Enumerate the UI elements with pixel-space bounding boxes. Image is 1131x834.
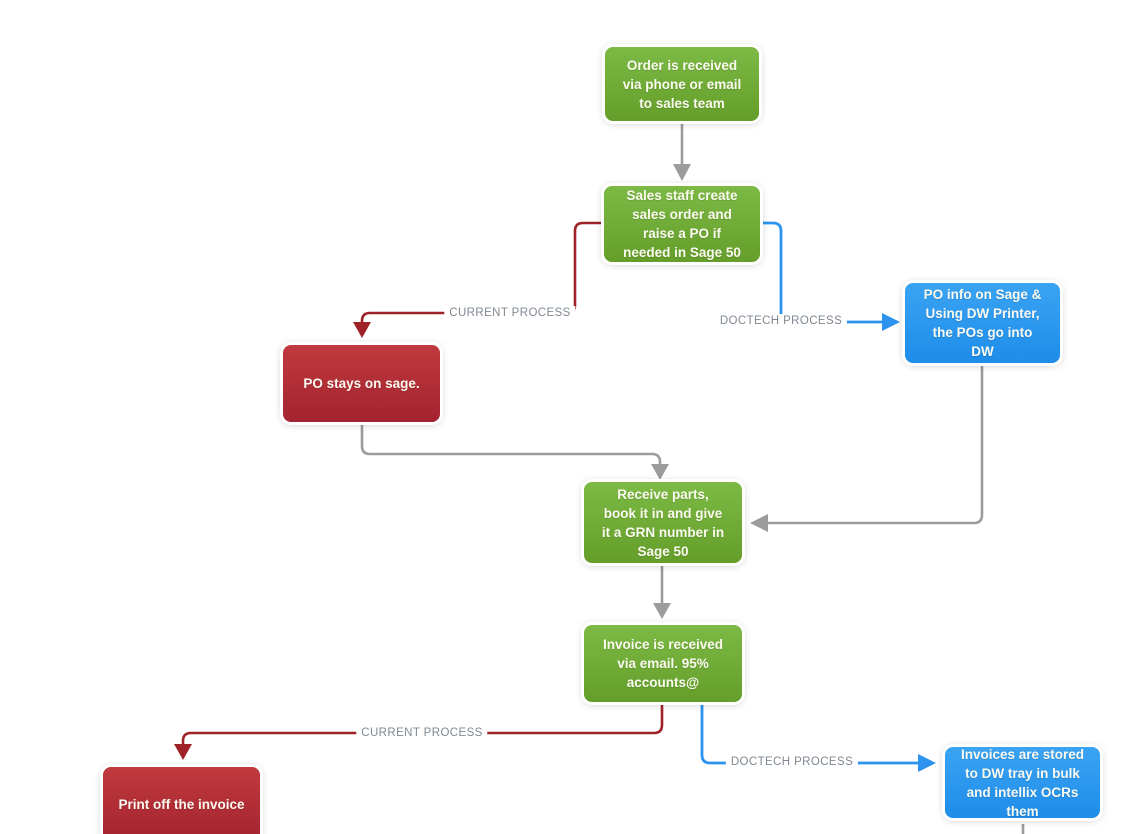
flow-node-receive-parts[interactable]: Receive parts, book it in and give it a … xyxy=(584,482,742,563)
arrowhead-right-icon xyxy=(918,754,936,772)
node-label: PO info on Sage & Using DW Printer, the … xyxy=(923,287,1042,359)
edge-pointodw-to-receiveparts xyxy=(767,363,984,525)
edge-postays-to-receiveparts xyxy=(360,422,662,466)
node-label: Invoice is received via email. 95% accou… xyxy=(602,637,724,690)
edge-salesorder-to-pointodw xyxy=(760,221,883,324)
arrowhead-down-icon xyxy=(353,322,371,338)
node-label: Sales staff create sales order and raise… xyxy=(623,188,741,260)
node-label: Print off the invoice xyxy=(118,797,245,812)
flow-node-po-stays-on-sage[interactable]: PO stays on sage. xyxy=(283,345,440,422)
arrowhead-down-icon xyxy=(651,464,669,480)
node-label: Receive parts, book it in and give it a … xyxy=(601,486,725,559)
arrowhead-down-icon xyxy=(174,744,192,760)
flow-node-invoices-stored[interactable]: Invoices are stored to DW tray in bulk a… xyxy=(945,746,1100,819)
flow-node-invoice-received[interactable]: Invoice is received via email. 95% accou… xyxy=(584,625,742,702)
flow-node-po-into-dw[interactable]: PO info on Sage & Using DW Printer, the … xyxy=(905,283,1060,363)
flow-node-print-invoice[interactable]: Print off the invoice xyxy=(103,767,260,834)
edge-invoice-to-stored xyxy=(700,702,919,765)
node-label: Order is received via phone or email to … xyxy=(622,57,742,111)
arrowhead-right-icon xyxy=(882,313,900,331)
edge-label-current-process-2: CURRENT PROCESS xyxy=(356,726,488,740)
arrowhead-down-icon xyxy=(653,603,671,619)
flow-node-order-received[interactable]: Order is received via phone or email to … xyxy=(605,47,759,121)
node-label: PO stays on sage. xyxy=(303,376,420,391)
edge-label-current-process-1: CURRENT PROCESS xyxy=(444,306,576,320)
edge-label-doctech-process-1: DOCTECH PROCESS xyxy=(714,314,848,328)
arrowhead-down-icon xyxy=(673,164,691,181)
node-label: Invoices are stored to DW tray in bulk a… xyxy=(960,746,1085,819)
edge-label-doctech-process-2: DOCTECH PROCESS xyxy=(725,755,859,769)
arrowhead-left-icon xyxy=(750,514,768,532)
flow-node-sales-order[interactable]: Sales staff create sales order and raise… xyxy=(604,186,760,262)
